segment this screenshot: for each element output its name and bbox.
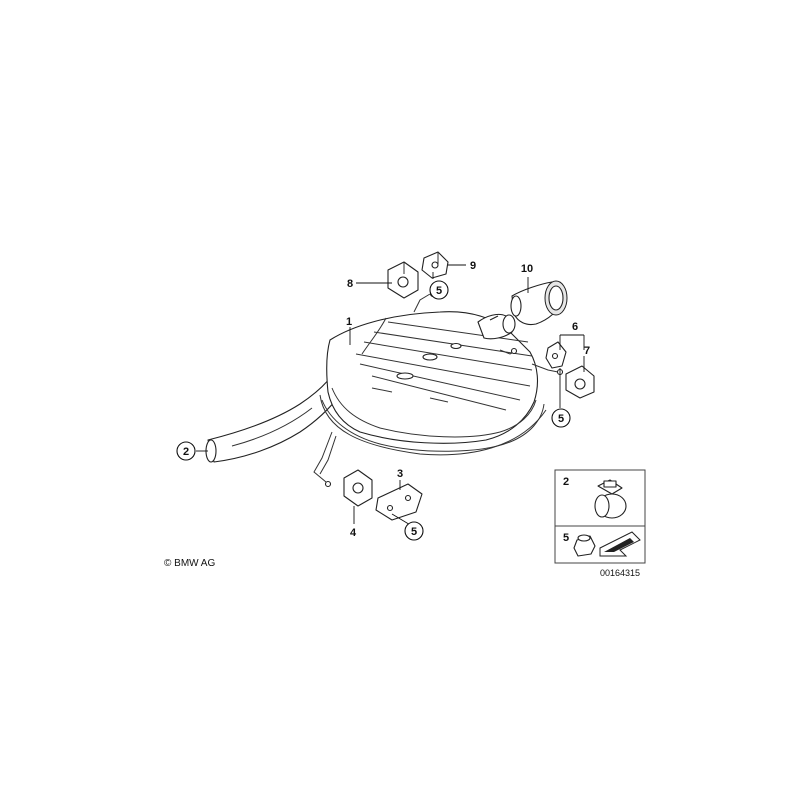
callout-8: 8 (347, 278, 353, 290)
callout-9: 9 (470, 260, 476, 272)
callout-5-upper-text: 5 (436, 285, 442, 297)
callout-1: 1 (346, 316, 352, 328)
bracket-6 (545, 341, 567, 369)
callout-5-right: 5 (551, 408, 571, 428)
callout-10: 10 (521, 263, 533, 275)
nut-icon (573, 534, 596, 557)
callout-5-upper: 5 (429, 280, 449, 300)
tailpipe-trim (510, 280, 568, 326)
rear-silencer (205, 290, 564, 488)
callout-2: 2 (176, 441, 196, 461)
legend-item-5-number: 5 (563, 532, 569, 544)
arrow-icon (599, 531, 641, 557)
callout-7-text: 7 (584, 345, 590, 357)
rubber-mounting-4 (343, 469, 373, 507)
callout-5-lower: 5 (404, 521, 424, 541)
clamp-icon (594, 479, 627, 519)
callout-2-text: 2 (183, 446, 189, 458)
callout-5-right-text: 5 (558, 413, 564, 425)
legend-item-2-number: 2 (563, 476, 569, 488)
copyright-text: © BMW AG (164, 558, 215, 569)
callout-4-text: 4 (350, 527, 357, 539)
callout-3: 3 (397, 468, 403, 480)
bracket-3 (375, 483, 423, 521)
rubber-mounting-7 (565, 365, 595, 399)
callout-6-text: 6 (572, 321, 578, 333)
callout-6: 6 (572, 321, 578, 333)
rubber-mounting-8 (387, 261, 419, 299)
callout-7: 7 (584, 345, 590, 357)
callout-4: 4 (350, 527, 357, 539)
bracket-9 (421, 251, 449, 279)
leader-lines (196, 264, 585, 527)
callout-3-text: 3 (397, 468, 403, 480)
callout-5-lower-text: 5 (411, 526, 417, 538)
document-number: 00164315 (600, 568, 640, 578)
legend-inset: 2 5 (554, 469, 646, 564)
callout-1-text: 1 (346, 316, 352, 328)
callout-9-text: 9 (470, 260, 476, 272)
callout-8-text: 8 (347, 278, 353, 290)
callout-10-text: 10 (521, 263, 533, 275)
